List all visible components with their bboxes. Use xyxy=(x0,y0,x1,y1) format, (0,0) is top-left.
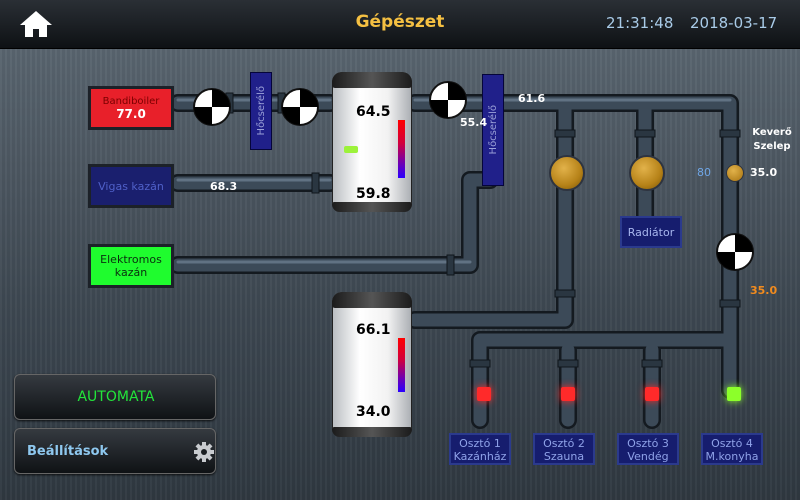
tank-upper-bottom-temp: 59.8 xyxy=(356,186,391,202)
automata-button[interactable]: AUTOMATA xyxy=(14,374,216,420)
output-box-4[interactable]: Osztó 4 M.konyha xyxy=(701,433,763,465)
valve-mixer[interactable] xyxy=(716,233,754,271)
output-box-2[interactable]: Osztó 2 Szauna xyxy=(533,433,595,465)
bandi-boiler-label: Bandiboiler xyxy=(102,96,160,107)
output-label-4: Osztó 4 M.konyha xyxy=(705,437,759,463)
clock: 21:31:48 xyxy=(606,14,674,32)
status-led-2 xyxy=(561,387,575,401)
pipe-flange xyxy=(554,129,576,138)
output-box-3[interactable]: Osztó 3 Vendég xyxy=(617,433,679,465)
vigas-kazan-label: Vigas kazán xyxy=(98,179,164,193)
automata-label: AUTOMATA xyxy=(77,389,155,405)
after-exchanger-temp: 55.4 xyxy=(460,116,488,129)
output-box-1[interactable]: Osztó 1 Kazánház xyxy=(449,433,511,465)
pipe-flange xyxy=(446,254,455,276)
gear-icon xyxy=(194,442,214,462)
pipe-flange xyxy=(311,172,320,194)
tank-lower[interactable] xyxy=(332,292,412,437)
bandi-boiler-box[interactable]: Bandiboiler 77.0 xyxy=(88,86,174,130)
tank-base xyxy=(332,202,412,212)
output-label-2: Osztó 2 Szauna xyxy=(543,437,585,463)
mixer-label: Keverő Szelep xyxy=(752,127,792,152)
status-led-4 xyxy=(727,387,741,401)
pump-left[interactable] xyxy=(549,155,585,191)
radiator-box[interactable]: Radiátor xyxy=(620,216,682,248)
mixer-value: 35.0 xyxy=(750,166,778,179)
vigas-kazan-temp: 68.3 xyxy=(210,180,238,193)
radiator-label: Radiátor xyxy=(627,225,675,239)
home-icon xyxy=(20,11,52,37)
temperature-gradient-bar xyxy=(398,120,405,178)
tank-lower-top-temp: 66.1 xyxy=(356,322,391,338)
pipe-flange xyxy=(719,129,741,138)
date: 2018-03-17 xyxy=(690,14,778,32)
pipe-flange xyxy=(469,359,491,368)
pipe-flange xyxy=(634,129,656,138)
valve-3[interactable] xyxy=(429,81,467,119)
elektromos-kazan-label: Elektromos kazán xyxy=(100,253,162,279)
vigas-kazan-box[interactable]: Vigas kazán xyxy=(88,164,174,208)
settings-label: Beállítások xyxy=(27,444,109,459)
tank-cap xyxy=(332,72,412,88)
settings-button[interactable]: Beállítások xyxy=(14,428,216,474)
pipe-flange xyxy=(557,359,579,368)
output-label-3: Osztó 3 Vendég xyxy=(627,437,669,463)
return-temp: 35.0 xyxy=(750,284,778,297)
pipe-flange xyxy=(554,289,576,298)
status-led-3 xyxy=(645,387,659,401)
mixer-actuator[interactable] xyxy=(726,164,744,182)
pump-right[interactable] xyxy=(629,155,665,191)
heat-exchanger-left[interactable]: Hőcserélő xyxy=(250,72,272,150)
valve-1[interactable] xyxy=(193,88,231,126)
bandi-boiler-value: 77.0 xyxy=(116,107,146,121)
valve-2[interactable] xyxy=(281,88,319,126)
output-label-1: Osztó 1 Kazánház xyxy=(453,437,507,463)
heat-exchanger-right[interactable]: Hőcserélő xyxy=(482,74,504,186)
tank-lower-bottom-temp: 34.0 xyxy=(356,404,391,420)
pipe-flange xyxy=(719,299,741,308)
mixer-setpoint: 80 xyxy=(697,166,711,179)
tank-cap xyxy=(332,292,412,308)
pipe-flange xyxy=(641,359,663,368)
home-button[interactable] xyxy=(17,8,55,40)
elektromos-kazan-box[interactable]: Elektromos kazán xyxy=(88,244,174,288)
heat-exchanger-right-label: Hőcserélő xyxy=(487,105,499,155)
tank-upper[interactable] xyxy=(332,72,412,212)
status-led-1 xyxy=(477,387,491,401)
page-title: Gépészet xyxy=(355,12,445,32)
heat-exchanger-left-label: Hőcserélő xyxy=(255,86,267,136)
header-bar: Gépészet 21:31:48 2018-03-17 xyxy=(0,0,800,49)
temperature-gradient-bar xyxy=(398,338,405,392)
tank-base xyxy=(332,427,412,437)
tank-upper-top-temp: 64.5 xyxy=(356,104,391,120)
tank-indicator-led xyxy=(344,146,358,153)
main-line-temp: 61.6 xyxy=(518,92,546,105)
